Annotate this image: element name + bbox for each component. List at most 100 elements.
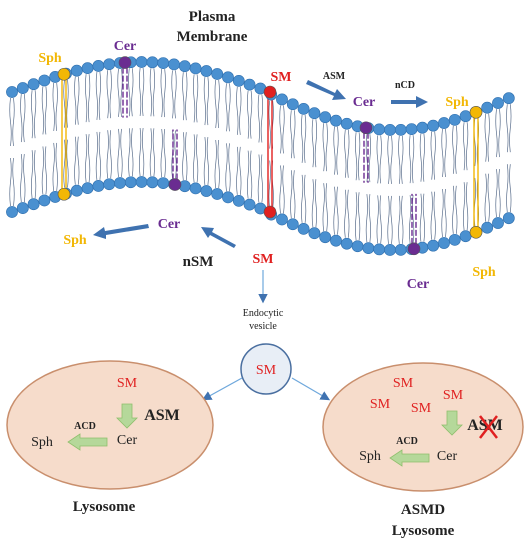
lipid-head-upper bbox=[135, 56, 148, 68]
ceramide-lipid-mid bbox=[363, 132, 369, 183]
lipid-pair bbox=[193, 74, 199, 183]
membrane-title-line2: Membrane bbox=[177, 29, 248, 45]
lipid-head-upper bbox=[394, 123, 407, 136]
lipid-head-lower bbox=[373, 243, 386, 256]
asm-deficiency-x-icon bbox=[479, 415, 498, 439]
asmd-lysosome bbox=[322, 362, 524, 492]
cer-label-mid: Cer bbox=[353, 95, 376, 110]
lipid-head-lower bbox=[351, 240, 364, 253]
lipid-pair bbox=[495, 108, 501, 218]
lipid-head-lower bbox=[70, 184, 83, 197]
lipid-head-lower bbox=[232, 194, 245, 207]
lipid-head-lower bbox=[340, 237, 353, 250]
lipid-head-lower bbox=[384, 244, 396, 256]
lipid-heads bbox=[6, 56, 515, 256]
lipid-pair bbox=[506, 104, 512, 213]
asmd-asm-arrow bbox=[441, 410, 463, 436]
asmd-sph-label: Sph bbox=[359, 449, 381, 464]
nsm-label: nSM bbox=[183, 254, 214, 270]
lipid-pair bbox=[344, 129, 350, 238]
lipid-pair bbox=[355, 132, 361, 241]
lipid-pair bbox=[333, 126, 339, 235]
lipid-pair bbox=[225, 83, 231, 192]
lipid-head-lower bbox=[243, 198, 256, 211]
lipid-pair bbox=[441, 128, 447, 238]
sph-label-bottom-left: Sph bbox=[63, 233, 87, 248]
lipid-pair bbox=[398, 135, 404, 244]
lipid-head-upper bbox=[373, 123, 386, 136]
lipid-head-lower bbox=[135, 176, 148, 188]
lipid-head-lower bbox=[81, 182, 94, 195]
lipid-pair bbox=[9, 97, 15, 207]
lipid-head-lower bbox=[481, 221, 494, 234]
asmd-caption-line2: Lysosome bbox=[392, 523, 455, 539]
lipid-head-upper bbox=[200, 65, 213, 77]
lipid-head-upper bbox=[146, 56, 159, 69]
lipid-head-upper bbox=[340, 117, 353, 130]
sph-label-bottom-right: Sph bbox=[472, 265, 496, 280]
asmd-cer-label: Cer bbox=[437, 449, 458, 464]
lysosome-acd-arrow bbox=[67, 433, 108, 451]
cer-label-top: Cer bbox=[114, 39, 137, 54]
lipid-pair bbox=[128, 68, 134, 177]
asmd-caption-line1: ASMD bbox=[401, 502, 445, 518]
lipid-pair bbox=[279, 105, 285, 214]
lysosome-acd-label: ACD bbox=[74, 421, 96, 432]
vesicle-to-lysosome-arrow bbox=[201, 377, 243, 401]
lipid-head-upper bbox=[481, 101, 494, 114]
lipid-head-lower bbox=[448, 233, 461, 246]
endocytic-vesicle bbox=[240, 343, 292, 395]
lipid-head-lower bbox=[297, 222, 310, 235]
lipid-head-upper bbox=[502, 92, 515, 105]
lipid-head-upper bbox=[103, 58, 116, 71]
lipid-head-upper bbox=[297, 102, 310, 115]
lipid-head-upper bbox=[459, 110, 472, 123]
lipid-head-upper bbox=[92, 60, 105, 72]
lipid-head-lower bbox=[6, 206, 18, 218]
lipid-head-lower bbox=[276, 213, 288, 226]
lipid-head-lower bbox=[286, 218, 299, 231]
lipid-head-lower bbox=[394, 243, 407, 256]
lipid-head-upper bbox=[178, 60, 191, 73]
lipid-head-lower bbox=[308, 227, 321, 240]
asm-arrow bbox=[306, 80, 346, 100]
lipid-head-lower bbox=[459, 230, 472, 243]
lipid-head-upper bbox=[38, 74, 51, 87]
lipid-pair bbox=[117, 68, 123, 178]
lipid-head-upper bbox=[168, 58, 180, 71]
cer-label-bottom-left: Cer bbox=[158, 217, 181, 232]
lipid-pair bbox=[74, 76, 80, 185]
lipid-head-upper bbox=[157, 57, 170, 69]
special-lipid-tails bbox=[61, 67, 479, 244]
lipid-pair bbox=[52, 82, 58, 191]
asmd-sm-label-2: SM bbox=[370, 397, 391, 412]
lysosome bbox=[6, 360, 214, 490]
lipid-pair bbox=[149, 68, 155, 177]
lipid-head-upper bbox=[16, 82, 29, 94]
lipid-pair bbox=[268, 100, 274, 209]
ceramide-lipid-bottom-right bbox=[411, 193, 417, 244]
lipid-head-lower bbox=[16, 202, 29, 214]
lipid-pair bbox=[85, 74, 91, 183]
lipid-head-upper bbox=[276, 93, 288, 106]
lipid-head-lower bbox=[103, 178, 116, 191]
lipid-head-lower bbox=[319, 231, 332, 244]
lipid-head-upper bbox=[308, 107, 321, 120]
lipid-pair bbox=[139, 67, 145, 177]
lipid-pair bbox=[106, 70, 112, 179]
lipid-tails bbox=[9, 67, 512, 244]
lipid-head-upper bbox=[81, 62, 94, 75]
asmd-sm-label-3: SM bbox=[411, 401, 432, 416]
lipid-head-lower bbox=[189, 182, 202, 195]
lipid-pair bbox=[31, 90, 37, 199]
ncd-label: nCD bbox=[395, 80, 415, 91]
lipid-head-lower bbox=[502, 212, 515, 225]
lysosome-sph-label: Sph bbox=[31, 435, 53, 450]
lipid-pair bbox=[301, 114, 307, 223]
lysosome-asm-arrow bbox=[116, 403, 138, 429]
lipid-pair bbox=[203, 76, 209, 186]
lipid-pair bbox=[290, 110, 296, 219]
special-lipid-heads bbox=[57, 56, 483, 256]
vesicle-to-asmd-lysosome-arrow bbox=[291, 377, 331, 401]
lipid-head-upper bbox=[70, 64, 83, 77]
